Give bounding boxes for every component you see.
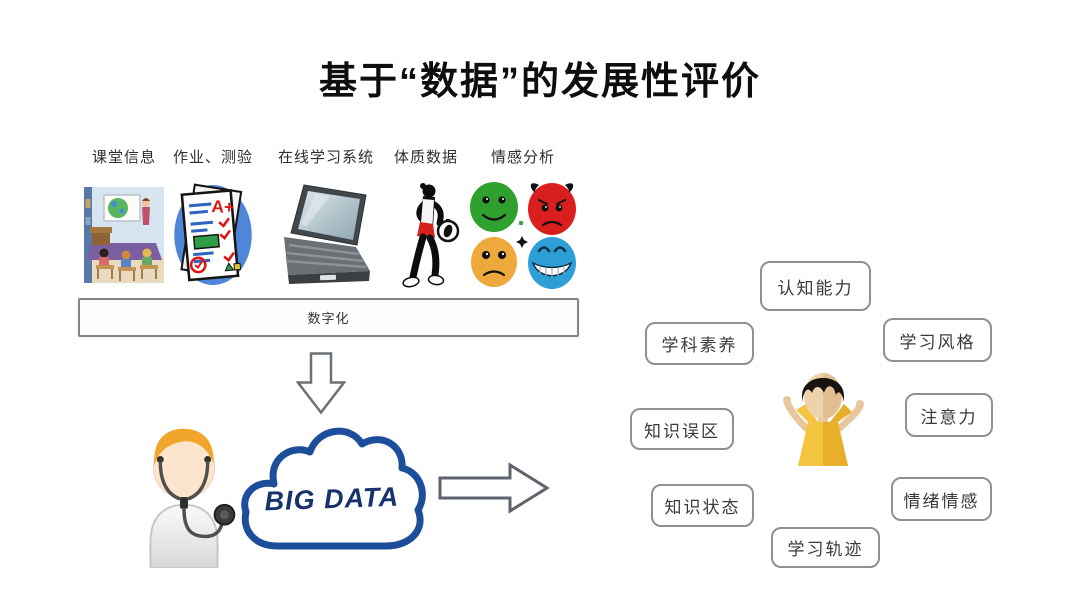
svg-text:A+: A+ — [211, 196, 235, 217]
source-col-fitness: 体质数据 — [386, 148, 466, 298]
down-arrow-icon — [296, 352, 346, 415]
source-label: 情感分析 — [490, 149, 555, 166]
big-data-cloud-icon: BIG DATA — [241, 427, 426, 550]
attribute-label: 知识状态 — [664, 498, 741, 517]
digitization-bar-label: 数字化 — [307, 311, 350, 326]
student-child-icon — [783, 373, 864, 466]
source-icon-wrap: A+ — [171, 172, 255, 298]
source-icon-wrap — [467, 172, 579, 298]
box-knowledge-state: 知识状态 — [651, 484, 754, 527]
source-label: 作业、测验 — [172, 149, 253, 166]
box-learning-style: 学习风格 — [883, 318, 992, 362]
source-col-online-system: 在线学习系统 — [268, 148, 384, 298]
box-emotion: 情绪情感 — [891, 477, 992, 521]
laptop-icon — [284, 184, 370, 284]
big-data-label: BIG DATA — [264, 482, 399, 517]
attribute-label: 学习风格 — [899, 332, 976, 352]
classroom-icon — [84, 187, 164, 283]
source-icon-wrap — [273, 172, 379, 298]
box-subject-literacy: 学科素养 — [645, 322, 754, 365]
box-attention: 注意力 — [905, 393, 993, 437]
page-title: 基于“数据”的发展性评价 — [318, 61, 761, 103]
source-label: 在线学习系统 — [277, 149, 374, 166]
emotion-faces-icon — [470, 182, 576, 289]
doctor-analyst-icon — [149, 428, 236, 568]
source-label: 课堂信息 — [91, 149, 156, 166]
source-icon-wrap — [84, 172, 164, 298]
attribute-label: 学科素养 — [661, 336, 738, 355]
source-col-classroom: 课堂信息 — [78, 148, 170, 298]
test-papers-icon: A+ — [174, 183, 252, 285]
source-col-sentiment: 情感分析 — [464, 148, 582, 298]
source-label: 体质数据 — [393, 149, 458, 166]
attribute-label: 知识误区 — [644, 421, 720, 441]
box-knowledge-misconception: 知识误区 — [630, 408, 734, 450]
right-arrow-icon — [438, 462, 550, 514]
source-col-tests: 作业、测验 A+ — [166, 148, 260, 298]
digitization-bar: 数字化 — [78, 298, 579, 337]
attribute-label: 学习轨迹 — [787, 540, 864, 559]
attribute-label: 情绪情感 — [903, 491, 980, 511]
attribute-label: 注意力 — [920, 407, 978, 427]
box-cognitive-ability: 认知能力 — [760, 261, 871, 311]
attribute-label: 认知能力 — [777, 278, 854, 298]
box-learning-trajectory: 学习轨迹 — [771, 527, 880, 568]
source-icon-wrap — [392, 172, 460, 298]
runner-icon — [402, 183, 460, 288]
